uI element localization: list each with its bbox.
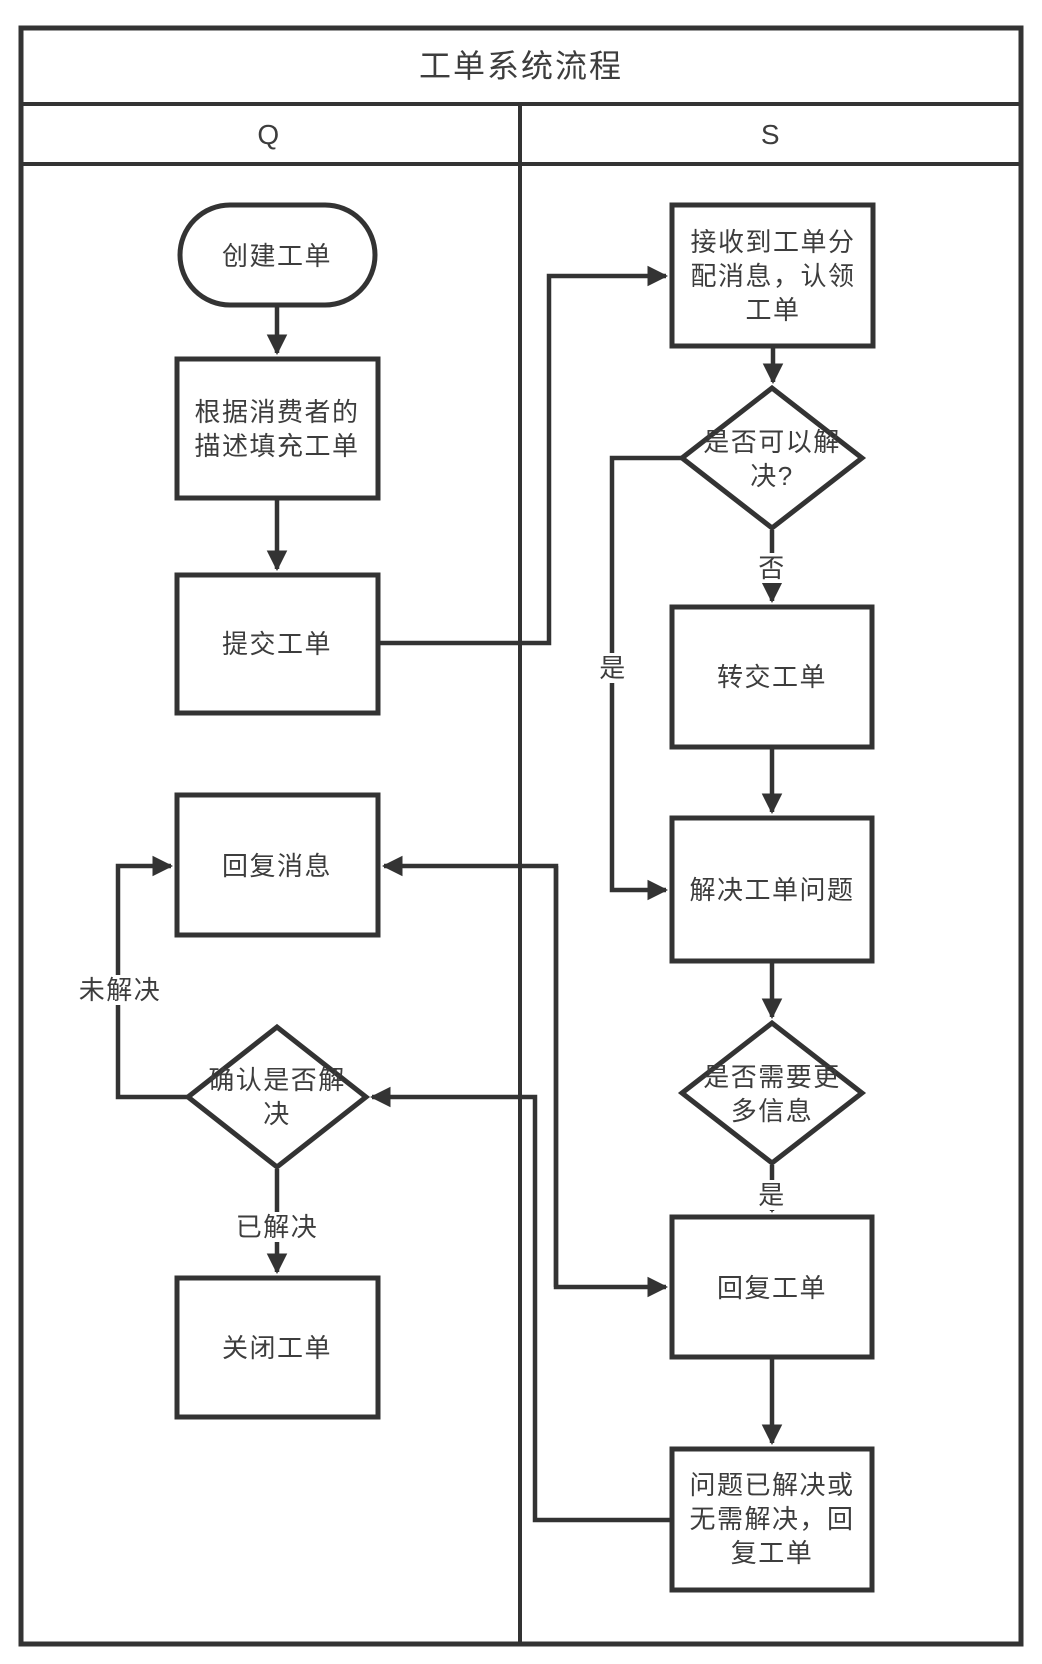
diagram-title: 工单系统流程 xyxy=(418,48,624,84)
node-need-more-info-shape xyxy=(677,1019,867,1167)
node-create-ticket-shape xyxy=(177,202,378,308)
lane-header-q: Q xyxy=(257,119,281,150)
edge-channel-to-replyticket xyxy=(553,866,669,1298)
edge-label-no: 否 xyxy=(755,553,789,583)
node-fill-ticket-shape xyxy=(174,356,381,501)
node-reply-message-shape xyxy=(174,792,381,938)
nodes xyxy=(174,202,876,1593)
node-close-ticket-shape xyxy=(174,1275,381,1420)
node-resolved-reply-ticket-shape xyxy=(669,1446,875,1593)
node-can-resolve-shape xyxy=(677,384,867,532)
edge-resolvedreply-to-confirm xyxy=(369,1086,672,1523)
node-receive-assignment-shape xyxy=(669,202,876,349)
node-resolve-issue-shape xyxy=(669,815,875,964)
node-reply-ticket-shape xyxy=(669,1214,875,1360)
lane-header-s: S xyxy=(760,119,782,150)
edge-label-resolved: 已解决 xyxy=(232,1212,322,1242)
edge-channel-to-replymessage xyxy=(381,855,559,1287)
node-confirm-resolved-shape xyxy=(183,1023,371,1171)
node-submit-ticket-shape xyxy=(174,572,381,716)
edge-label-yes-can-resolve: 是 xyxy=(596,653,630,683)
edge-submit-to-receive xyxy=(378,265,669,646)
swimlane-frame xyxy=(18,25,1024,1647)
node-transfer-ticket-shape xyxy=(669,604,875,750)
edge-label-unresolved: 未解决 xyxy=(75,975,165,1005)
edge-label-yes-need-info: 是 xyxy=(755,1180,789,1210)
